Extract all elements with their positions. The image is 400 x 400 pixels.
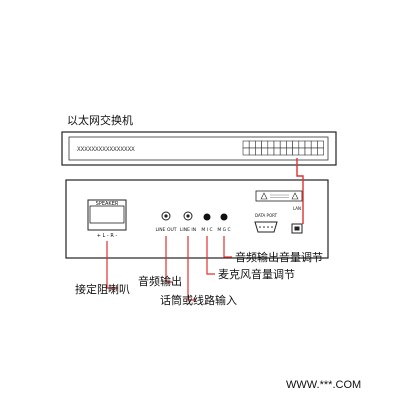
- mic-label: M I C: [201, 227, 212, 233]
- mgc-label: M G C: [217, 227, 230, 233]
- speaker-terminal-window: [89, 205, 125, 224]
- callout-line-line-in: [187, 236, 196, 301]
- switch-port: [267, 140, 275, 149]
- callout-line-mic: [206, 236, 215, 275]
- switch-port: [292, 140, 300, 149]
- line-out-jack: [161, 211, 171, 221]
- switch-port: [273, 147, 281, 156]
- audio-device: SPEAKER + L - R - LINE OUT LINE IN M I C…: [65, 179, 329, 259]
- switch-port: [304, 147, 312, 156]
- switch-port: [279, 140, 287, 149]
- callout-speaker: 接定阻喇叭: [75, 282, 130, 296]
- warning-icon-right: [291, 192, 299, 200]
- switch-port: [242, 140, 250, 149]
- switch-port: [248, 140, 256, 149]
- line-out-label: LINE OUT: [155, 227, 176, 233]
- switch-port: [267, 147, 275, 156]
- switch-port: [248, 147, 256, 156]
- callout-mgc: 音频输出音量调节: [235, 250, 323, 264]
- callout-line-out: 音频输出: [138, 274, 182, 288]
- switch-port: [317, 147, 324, 156]
- callout-line-line-out: [165, 236, 172, 283]
- speaker-label: SPEAKER: [96, 201, 119, 207]
- warning-plate: [255, 190, 303, 202]
- switch-port: [255, 147, 262, 156]
- callout-line-in: 话筒或线路输入: [160, 293, 237, 307]
- switch-port: [298, 140, 306, 149]
- switch-port: [292, 147, 300, 156]
- switch-port: [286, 140, 293, 149]
- switch-led-row: XXXXXXXXXXXXXXXX: [77, 146, 135, 153]
- switch-port: [298, 147, 306, 156]
- callout-mic: 麦克风音量调节: [218, 267, 295, 281]
- lan-label: LAN: [293, 206, 301, 211]
- switch-port: [273, 140, 281, 149]
- callout-line-mgc: [223, 236, 232, 258]
- switch-port: [242, 147, 250, 156]
- line-in-jack: [183, 211, 193, 221]
- speaker-polarity: + L - R -: [97, 233, 118, 239]
- switch-port: [255, 140, 262, 149]
- mic-knob: [203, 213, 211, 221]
- callout-lines: [106, 236, 232, 301]
- data-port-label: DATA PORT: [255, 213, 278, 218]
- switch-port-grid: [242, 140, 324, 156]
- watermark: WWW.***.COM: [286, 379, 361, 391]
- lan-cable: [296, 158, 304, 224]
- ethernet-switch: XXXXXXXXXXXXXXXX: [61, 131, 337, 166]
- mgc-knob: [220, 213, 228, 221]
- line-in-label: LINE IN: [180, 227, 196, 233]
- switch-port: [317, 140, 324, 149]
- switch-port: [310, 147, 318, 156]
- callout-line-speaker: [106, 241, 118, 289]
- switch-label: 以太网交换机: [67, 113, 133, 127]
- switch-port: [261, 140, 269, 149]
- switch-port: [279, 147, 287, 156]
- warning-icon-left: [260, 192, 268, 200]
- switch-port: [261, 147, 269, 156]
- switch-port: [310, 140, 318, 149]
- switch-port: [304, 140, 312, 149]
- data-port-connector: [254, 221, 278, 233]
- switch-port: [286, 147, 293, 156]
